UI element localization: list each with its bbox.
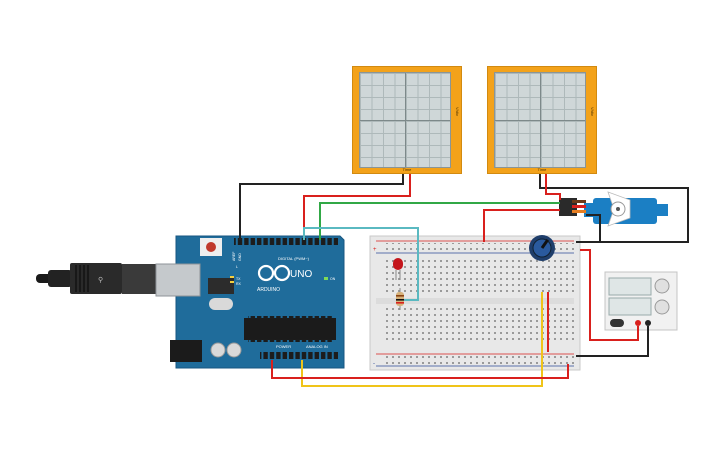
oscilloscope-right-time-label: Time xyxy=(537,167,547,172)
power-analog-header[interactable] xyxy=(260,352,338,359)
rx-label: RX xyxy=(236,282,242,286)
power-supply[interactable] xyxy=(604,271,678,331)
digital-header[interactable] xyxy=(234,238,338,245)
tx-label: TX xyxy=(236,277,241,281)
wire-scope-left-signal xyxy=(303,174,411,240)
wire-servo-power xyxy=(483,209,560,242)
wire-scope-right-gnd xyxy=(539,174,689,243)
usb-icon: ⚲ xyxy=(98,276,103,284)
wire-analog-yellow xyxy=(301,292,543,387)
analog-in-label: ANALOG IN xyxy=(306,344,328,349)
oscilloscope-right[interactable]: V/div Time xyxy=(487,66,597,174)
wire-scope-left-gnd xyxy=(239,174,404,240)
reset-button-cap[interactable] xyxy=(206,242,216,252)
power-label: POWER xyxy=(276,344,291,349)
red-led[interactable] xyxy=(393,258,403,280)
on-led-label: ON xyxy=(330,277,336,281)
wire-servo-signal xyxy=(319,202,560,240)
wire-servo-gnd xyxy=(576,214,601,243)
gnd-label: GND xyxy=(238,253,242,261)
wire-psu-negative xyxy=(576,326,649,357)
resistor[interactable] xyxy=(396,288,404,310)
arduino-uno-board[interactable]: UNO ARDUINO DIGITAL (PWM~) POWER ANALOG … xyxy=(155,235,345,369)
oscilloscope-left[interactable]: V/div Time xyxy=(352,66,462,174)
wires[interactable] xyxy=(239,174,689,387)
arduino-logo-text: ARDUINO xyxy=(257,287,280,293)
psu-negative-terminal[interactable] xyxy=(645,320,651,326)
atmega-chip xyxy=(244,318,336,340)
wire-psu-positive xyxy=(580,249,639,341)
oscilloscope-left-screen xyxy=(359,72,451,168)
wire-5v-red xyxy=(271,360,569,379)
breadboard-minus-label: - xyxy=(373,361,375,367)
potentiometer[interactable] xyxy=(529,235,555,261)
oscilloscope-right-screen xyxy=(494,72,586,168)
power-switch[interactable] xyxy=(610,319,624,327)
oscilloscope-left-time-label: Time xyxy=(402,167,412,172)
digital-label: DIGITAL (PWM~) xyxy=(278,256,310,261)
aref-label: AREF xyxy=(232,252,236,261)
breadboard-plus-label: + xyxy=(373,247,377,253)
servo-motor[interactable] xyxy=(559,191,668,227)
wire-led-teal xyxy=(303,227,419,301)
arduino-model-text: UNO xyxy=(290,269,312,280)
oscilloscope-right-volt-label: V/div xyxy=(590,107,595,116)
usb-cable[interactable]: ⚲ xyxy=(36,263,158,294)
psu-positive-terminal[interactable] xyxy=(635,320,641,326)
wire-scope-right-signal xyxy=(545,174,561,200)
oscilloscope-left-volt-label: V/div xyxy=(455,107,460,116)
l-led-label: L xyxy=(236,265,238,269)
